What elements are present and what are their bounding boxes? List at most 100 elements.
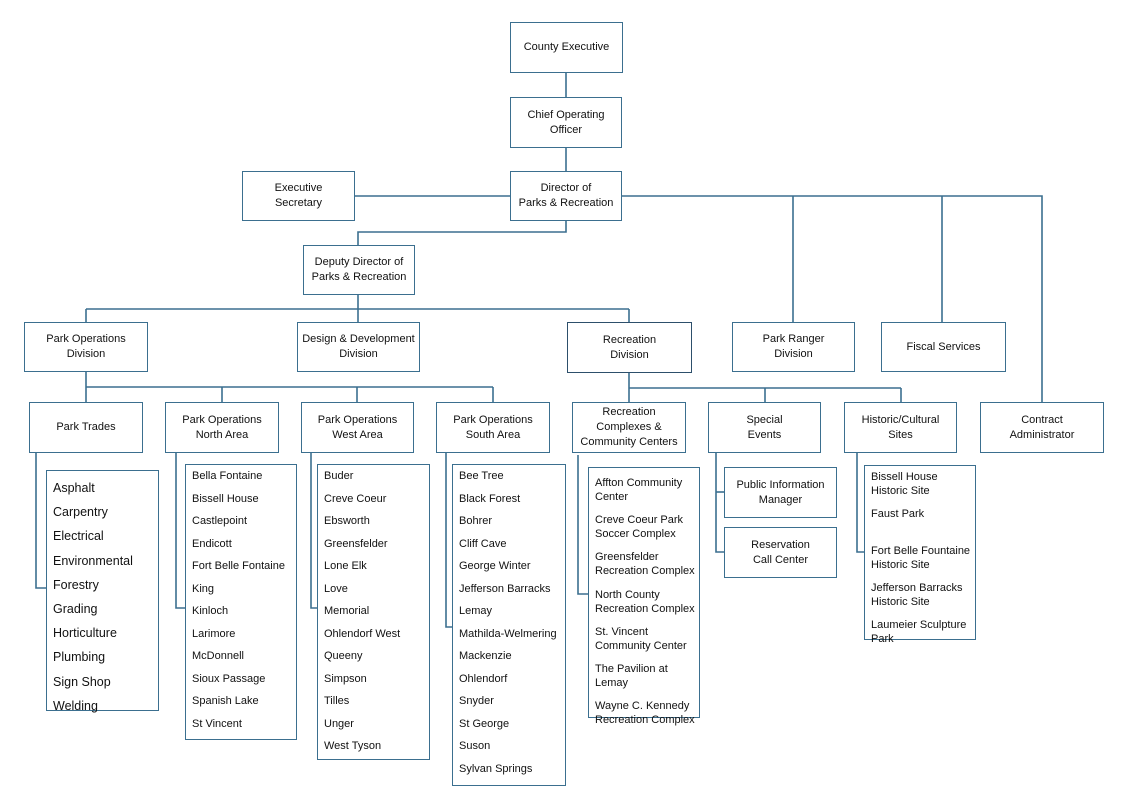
park-trades-label: Park Trades — [56, 421, 116, 433]
list-item: Laumeier Sculpture Park — [871, 619, 967, 645]
public-information-manager-box: Public Information Manager — [724, 467, 837, 518]
list-item: Environmental — [53, 553, 133, 568]
list-item: Faust Park — [871, 508, 925, 520]
list-item: Asphalt — [53, 481, 95, 495]
list-item: Cliff Cave — [459, 537, 507, 550]
list-item: Horticulture — [53, 626, 117, 641]
park-operations-west-box: Park Operations West Area — [301, 402, 414, 453]
list-item: Plumbing — [53, 650, 106, 665]
list-item: Black Forest — [459, 492, 521, 505]
list-item: Memorial — [324, 605, 370, 617]
list-item: George Winter — [459, 560, 531, 572]
list-item: Greensfelder Recreation Complex — [595, 551, 695, 578]
list-item: St Vincent — [192, 717, 242, 730]
fiscal-services-label: Fiscal Services — [906, 340, 981, 353]
list-item: Sylvan Springs — [459, 762, 533, 775]
list-item: Bella Fontaine — [192, 470, 263, 482]
list-item: Creve Coeur — [324, 492, 387, 505]
list-item: North County Recreation Complex — [595, 588, 695, 615]
list-item: Grading — [53, 602, 98, 616]
list-item: Kinloch — [192, 605, 229, 617]
list-item: Creve Coeur Park Soccer Complex — [595, 514, 684, 541]
deputy-director-box: Deputy Director of Parks & Recreation — [303, 245, 415, 295]
list-item: Sign Shop — [53, 674, 111, 689]
historic-cultural-sites-label: Historic/Cultural Sites — [861, 413, 940, 441]
park-operations-west-label: Park Operations West Area — [317, 413, 398, 441]
recreation-division-box: Recreation Division — [567, 322, 692, 373]
list-item: Lemay — [459, 605, 493, 617]
contract-administrator-label: Contract Administrator — [1009, 413, 1075, 441]
list-item: Lone Elk — [324, 560, 367, 572]
list-item: Simpson — [324, 672, 367, 685]
list-item: Buder — [324, 470, 354, 482]
park-operations-north-box: Park Operations North Area — [165, 402, 279, 453]
fiscal-services-box: Fiscal Services — [881, 322, 1006, 372]
list-item: Castlepoint — [192, 515, 248, 527]
list-item: Bissell House Historic Site — [871, 471, 938, 497]
recreation-complexes-label: Recreation Complexes & Community Centers — [580, 406, 678, 448]
list-item: Jefferson Barracks — [459, 582, 551, 595]
list-item: Bissell House — [192, 492, 259, 505]
chief-operating-officer-box: Chief Operating Officer — [510, 97, 622, 148]
list-item: Affton Community Center — [595, 477, 683, 503]
list-item: Mathilda-Welmering — [459, 627, 557, 640]
special-events-box: Special Events — [708, 402, 821, 453]
special-events-label: Special Events — [746, 413, 783, 441]
list-item: Bohrer — [459, 515, 493, 527]
list-item: Tilles — [324, 695, 350, 707]
list-item: Ebsworth — [324, 515, 370, 527]
director-label: Director of Parks & Recreation — [518, 182, 614, 209]
park-operations-division-label: Park Operations Division — [46, 333, 126, 360]
list-item: Electrical — [53, 529, 104, 544]
park-operations-division-box: Park Operations Division — [24, 322, 148, 372]
reservation-call-center-box: Reservation Call Center — [724, 527, 837, 578]
list-item: Greensfelder — [324, 537, 388, 550]
list-item: Spanish Lake — [192, 695, 259, 707]
public-information-manager-label: Public Information Manager — [736, 478, 825, 506]
list-item: Unger — [324, 717, 354, 730]
historic-cultural-sites-box: Historic/Cultural Sites — [844, 402, 957, 453]
park-trades-box: Park Trades — [29, 402, 143, 453]
list-item: Ohlendorf — [459, 672, 508, 685]
chief-operating-officer-label: Chief Operating Officer — [527, 108, 605, 136]
park-operations-north-label: Park Operations North Area — [182, 413, 262, 441]
list-item: Love — [324, 582, 348, 595]
list-item: Jefferson Barracks Historic Site — [871, 582, 963, 608]
list-item: Bee Tree — [459, 470, 504, 482]
park-operations-south-label: Park Operations South Area — [453, 413, 533, 441]
list-item: Suson — [459, 740, 491, 752]
executive-secretary-box: Executive Secretary — [242, 171, 355, 221]
list-item: Sioux Passage — [192, 672, 266, 685]
list-item: Ohlendorf West — [324, 627, 401, 640]
design-development-division-label: Design & Development Division — [302, 333, 415, 360]
list-item: Carpentry — [53, 505, 108, 520]
list-item: West Tyson — [324, 740, 382, 752]
park-ranger-division-label: Park Ranger Division — [762, 333, 825, 360]
list-item: St George — [459, 717, 510, 730]
county-executive-label: County Executive — [523, 41, 610, 53]
deputy-director-label: Deputy Director of Parks & Recreation — [311, 256, 407, 283]
list-item: Fort Belle Fontaine — [192, 560, 285, 572]
list-item: Endicott — [192, 537, 232, 550]
list-item: Larimore — [192, 627, 236, 640]
recreation-complexes-box: Recreation Complexes & Community Centers — [572, 402, 686, 453]
park-operations-south-box: Park Operations South Area — [436, 402, 550, 453]
list-item: Welding — [53, 698, 98, 713]
director-box: Director of Parks & Recreation — [510, 171, 622, 221]
reservation-call-center-label: Reservation Call Center — [751, 538, 810, 566]
list-item: King — [192, 582, 215, 595]
executive-secretary-label: Executive Secretary — [274, 182, 323, 209]
list-item: Snyder — [459, 695, 494, 707]
list-item: Fort Belle Fountaine Historic Site — [871, 545, 971, 571]
county-executive-box: County Executive — [510, 22, 623, 73]
recreation-division-label: Recreation Division — [602, 333, 657, 361]
contract-administrator-box: Contract Administrator — [980, 402, 1104, 453]
list-item: Mackenzie — [459, 650, 512, 662]
